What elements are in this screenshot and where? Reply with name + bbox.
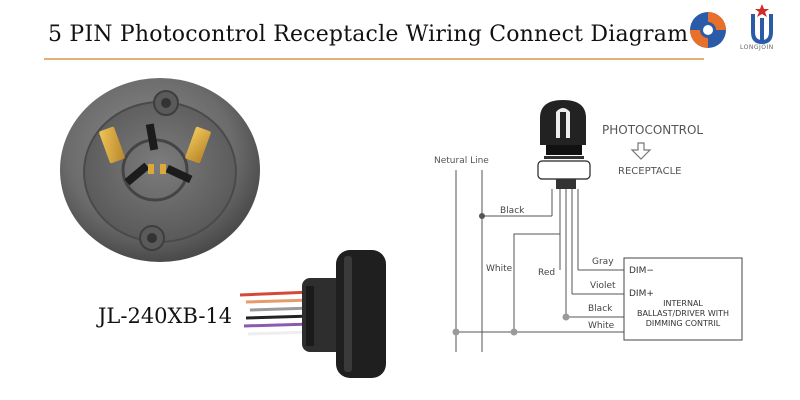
contact-left: [99, 126, 125, 164]
lead-violet: [243, 322, 313, 328]
lead-orange: [245, 298, 313, 304]
dim-contact-2: [160, 164, 166, 174]
model-number: JL-240XB-14: [98, 304, 233, 328]
swirl-logo-icon: [690, 12, 726, 48]
lead-red: [239, 290, 313, 297]
photocontrol-icon: [537, 100, 591, 189]
receptacle-label: RECEPTACLE: [618, 166, 681, 177]
u-logo-icon: [751, 4, 773, 45]
driver-box: [623, 257, 743, 341]
driver-line-1: INTERNAL: [663, 299, 703, 308]
title-underline: [44, 58, 704, 60]
lead-gray: [249, 306, 313, 312]
lead-white: [247, 330, 313, 336]
dim-plus-label: DIM+: [629, 289, 654, 299]
lead-black: [245, 314, 313, 320]
wire-label-black-driver: Black: [588, 304, 613, 314]
driver-line-3: DIMMING CONTRIL: [646, 319, 721, 328]
wire-label-white-driver: White: [588, 321, 615, 331]
diagram-title: 5 PIN Photocontrol Receptacle Wiring Con…: [48, 22, 689, 47]
driver-line-2: BALLAST/DRIVER WITH: [637, 309, 729, 318]
photocontrol-label: PHOTOCONTROL: [602, 123, 703, 137]
brand-wordmark: LONGJOIN: [740, 44, 774, 51]
wire-label-white: White: [486, 264, 513, 274]
wire-white: [513, 233, 560, 332]
neutral-line-label: Netural Line: [434, 156, 489, 166]
dim-contact-1: [148, 164, 154, 174]
down-arrow-icon: [630, 142, 652, 160]
slot-left: [124, 162, 150, 186]
wire-label-gray: Gray: [592, 257, 614, 267]
wire-label-violet: Violet: [590, 281, 616, 291]
contact-right: [185, 126, 211, 164]
dim-minus-label: DIM−: [629, 266, 654, 276]
slot-right: [165, 164, 193, 184]
wire-label-red: Red: [538, 268, 555, 278]
slot-top: [145, 123, 159, 151]
wire-label-black: Black: [500, 206, 525, 216]
